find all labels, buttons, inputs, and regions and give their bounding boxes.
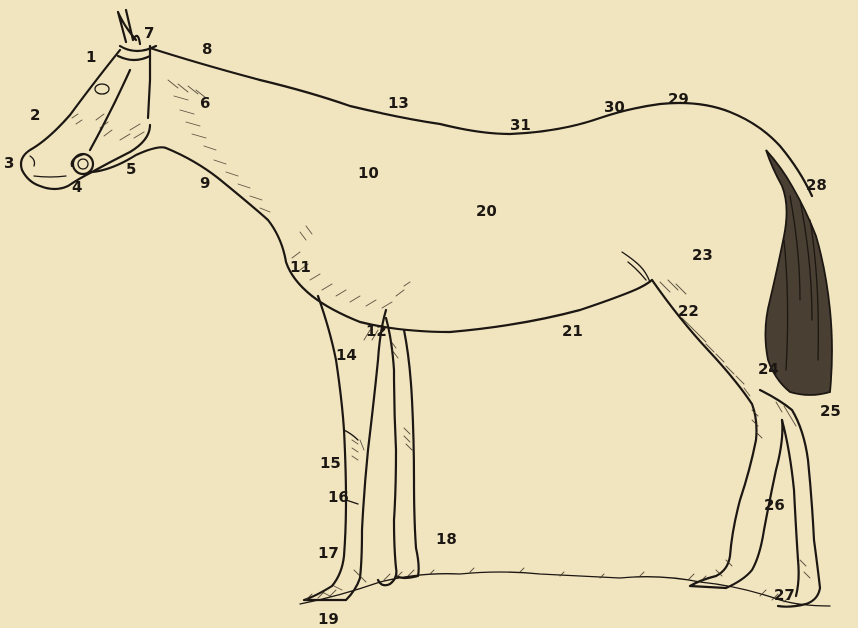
label-28: 28 [806,176,827,194]
label-23: 23 [692,246,713,264]
label-18: 18 [436,530,457,548]
region-labels: 1 2 3 4 5 6 7 8 9 10 11 12 13 14 15 16 1… [4,24,841,628]
label-30: 30 [604,98,625,116]
label-17: 17 [318,544,339,562]
label-8: 8 [202,40,212,58]
label-14: 14 [336,346,357,364]
label-1: 1 [86,48,96,66]
label-31: 31 [510,116,531,134]
label-15: 15 [320,454,341,472]
label-9: 9 [200,174,210,192]
label-11: 11 [290,258,311,276]
ground [300,568,830,606]
label-20: 20 [476,202,497,220]
label-27: 27 [774,586,795,604]
label-13: 13 [388,94,409,112]
label-6: 6 [200,94,210,112]
label-4: 4 [72,178,82,196]
label-2: 2 [30,106,40,124]
label-3: 3 [4,154,14,172]
label-26: 26 [764,496,785,514]
horse-body [292,226,686,332]
label-12: 12 [366,322,387,340]
label-21: 21 [562,322,583,340]
label-25: 25 [820,402,841,420]
label-24: 24 [758,360,779,378]
label-22: 22 [678,302,699,320]
label-7: 7 [144,24,154,42]
label-10: 10 [358,164,379,182]
label-19: 19 [318,610,339,628]
label-29: 29 [668,90,689,108]
label-5: 5 [126,160,136,178]
label-16: 16 [328,488,349,506]
